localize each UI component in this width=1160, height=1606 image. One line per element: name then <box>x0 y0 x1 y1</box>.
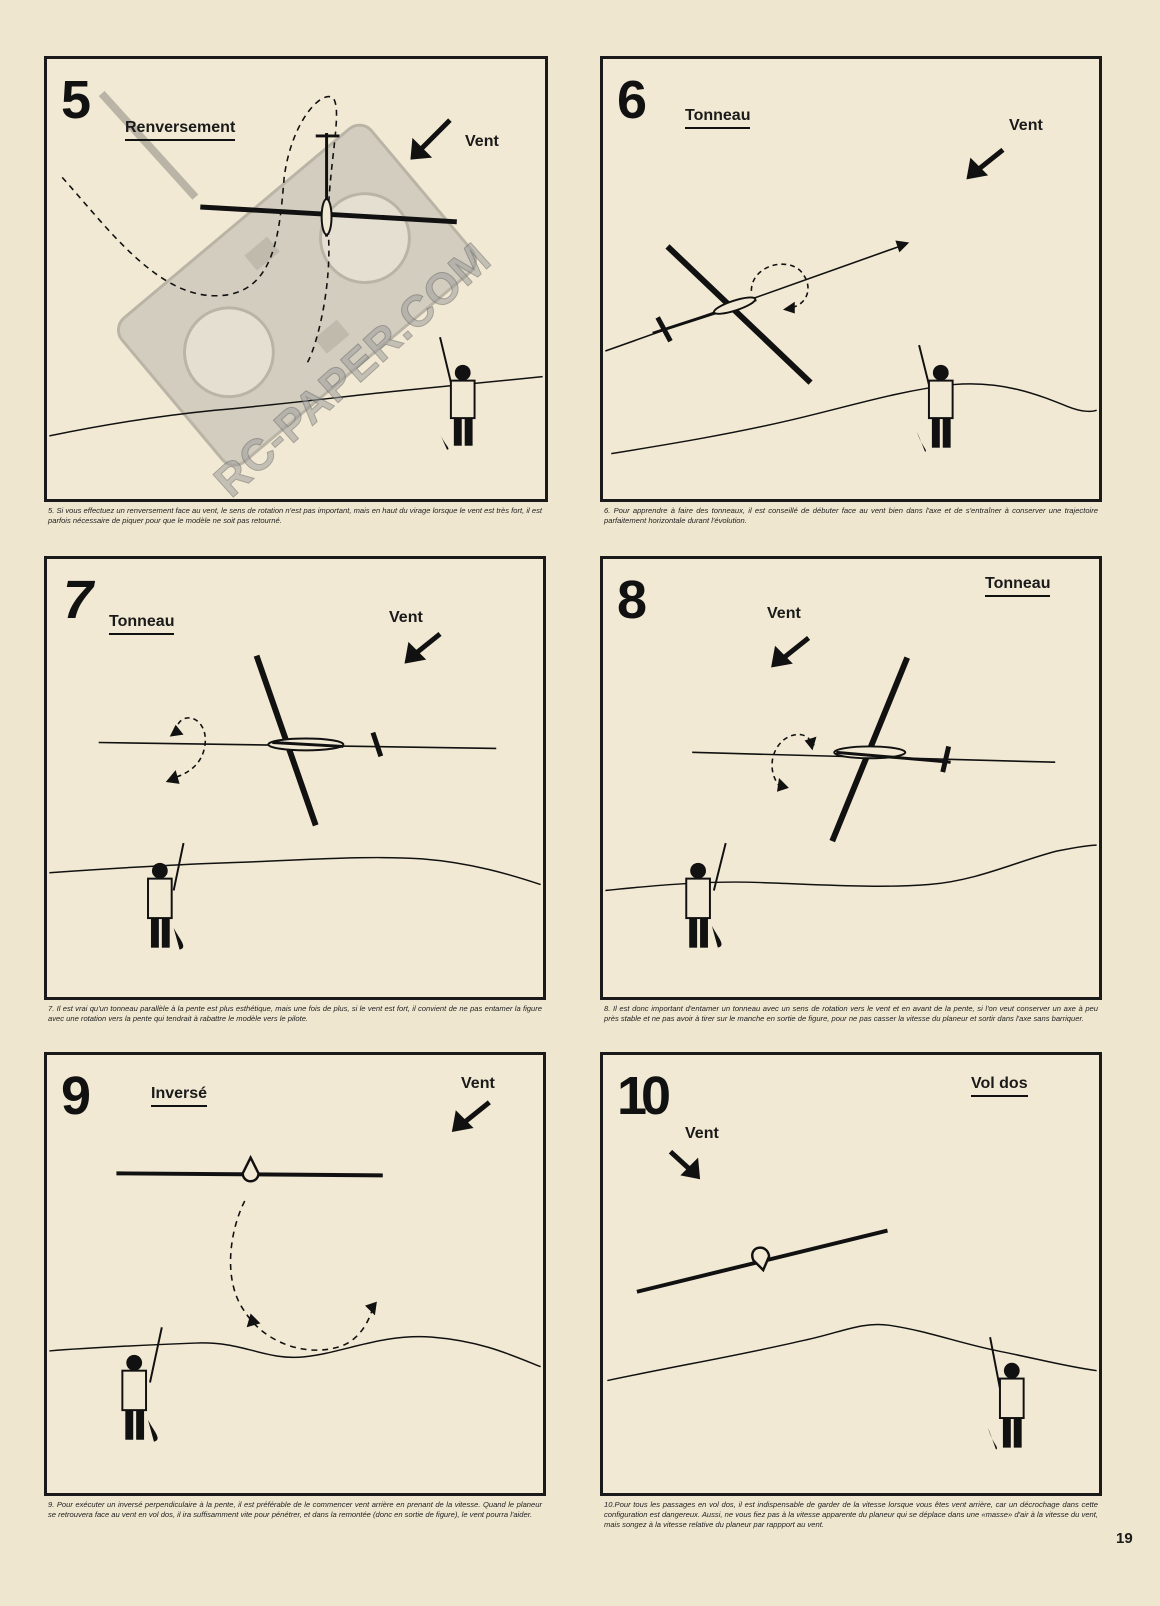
panel-6-title: Tonneau <box>685 107 751 129</box>
panel-8: 8 Tonneau Vent <box>600 556 1102 1000</box>
panel-6-illustration <box>605 147 1097 455</box>
panel-9-number: 9 <box>61 1066 91 1126</box>
panel-9: 9 Inversé Vent <box>44 1052 546 1496</box>
panel-6: 6 Tonneau Vent <box>600 56 1102 502</box>
panel-10-number: 10 <box>617 1066 671 1126</box>
panel-7: 7 Tonneau Vent <box>44 556 546 1000</box>
panel-10-caption: 10.Pour tous les passages en vol dos, il… <box>604 1500 1098 1529</box>
panel-7-wind-label: Vent <box>389 609 423 626</box>
panel-9-caption: 9. Pour exécuter un inversé perpendicula… <box>48 1500 542 1519</box>
panel-5-wind-label: Vent <box>465 133 499 150</box>
panel-7-caption: 7. Il est vrai qu'un tonneau parallèle à… <box>48 1004 542 1023</box>
panel-7-illustration <box>49 632 541 950</box>
pilot-figure <box>685 842 727 948</box>
panel-10-wind-label: Vent <box>685 1125 719 1142</box>
panel-5-number: 5 <box>61 70 91 130</box>
panel-5: 5 Renversement Vent <box>44 56 548 502</box>
pilot-figure <box>917 344 954 452</box>
panel-8-wind-label: Vent <box>767 605 801 622</box>
pilot-figure <box>439 336 476 450</box>
panel-6-number: 6 <box>617 70 647 130</box>
panel-10-title: Vol dos <box>971 1075 1028 1097</box>
page-number: 19 <box>1116 1530 1133 1547</box>
panel-8-caption: 8. Il est donc important d'entamer un to… <box>604 1004 1098 1023</box>
panel-5-caption: 5. Si vous effectuez un renversement fac… <box>48 506 542 525</box>
panel-7-title: Tonneau <box>109 613 175 635</box>
pilot-figure <box>988 1336 1025 1450</box>
panel-5-illustration <box>49 90 543 467</box>
panel-6-caption: 6. Pour apprendre à faire des tonneaux, … <box>604 506 1098 525</box>
panel-5-title: Renversement <box>125 119 236 141</box>
panel-8-title: Tonneau <box>985 575 1051 597</box>
panel-10: 10 Vol dos Vent <box>600 1052 1102 1496</box>
panel-10-illustration <box>607 1149 1097 1450</box>
panel-9-wind-label: Vent <box>461 1075 495 1092</box>
panel-7-number: 7 <box>63 570 93 630</box>
panel-8-illustration <box>605 635 1097 948</box>
panel-8-number: 8 <box>617 570 647 630</box>
panel-9-illustration <box>49 1100 541 1442</box>
pilot-figure <box>121 1327 163 1442</box>
pilot-figure <box>147 842 185 950</box>
panel-9-title: Inversé <box>151 1085 208 1107</box>
panel-6-wind-label: Vent <box>1009 117 1043 134</box>
